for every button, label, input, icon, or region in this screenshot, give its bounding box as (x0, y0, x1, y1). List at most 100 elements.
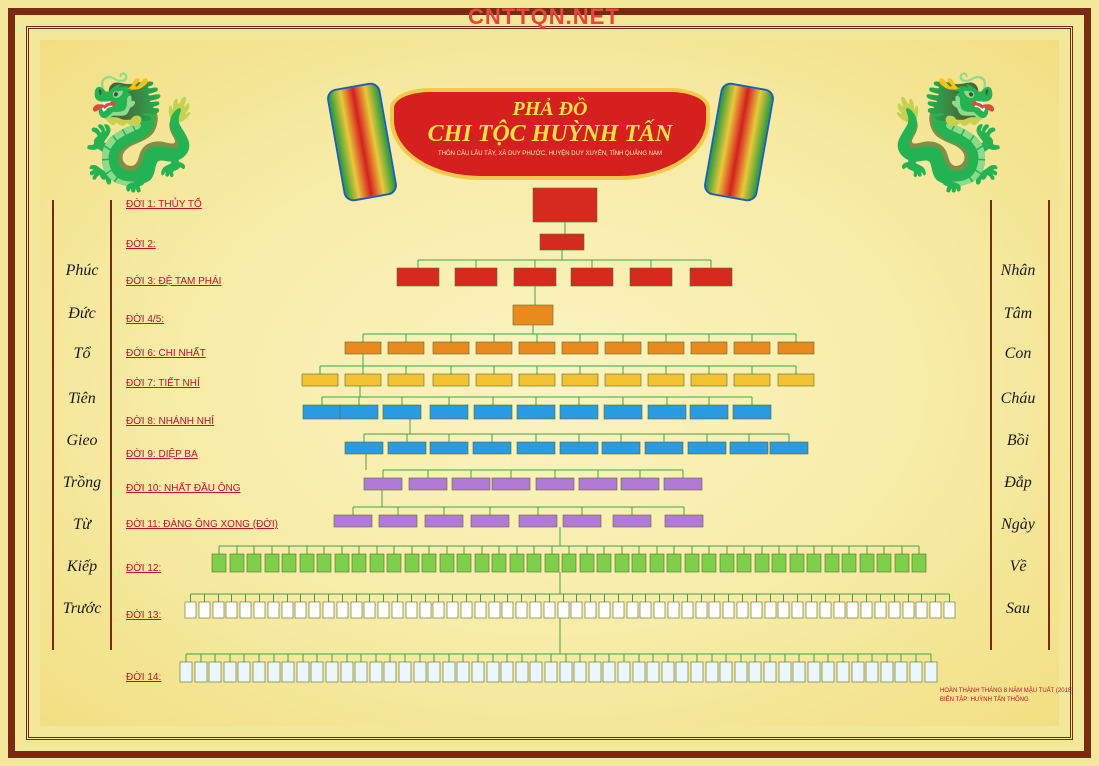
person-box (690, 373, 728, 387)
right-verse-word: Sau (1006, 600, 1030, 617)
person-box (604, 341, 642, 355)
person-box (501, 601, 514, 619)
person-box (841, 553, 857, 573)
person-box (460, 601, 473, 619)
person-box (695, 601, 708, 619)
person-box (383, 661, 397, 683)
person-box (424, 514, 464, 528)
person-box (516, 404, 556, 420)
person-box (456, 553, 472, 573)
person-box (529, 601, 542, 619)
person-box (559, 441, 599, 455)
person-box (653, 601, 666, 619)
person-box (614, 553, 630, 573)
person-box (909, 661, 923, 683)
person-box (824, 553, 840, 573)
generation-label: ĐỜI 13: (126, 610, 162, 621)
person-box (516, 441, 556, 455)
person-box (888, 601, 901, 619)
person-box (475, 373, 513, 387)
person-box (647, 373, 685, 387)
person-box (211, 553, 227, 573)
person-box (432, 341, 470, 355)
person-box (570, 601, 583, 619)
person-box (733, 373, 771, 387)
person-box (398, 661, 412, 683)
person-box (649, 553, 665, 573)
person-box (687, 441, 727, 455)
footer-line1: HOÀN THÀNH THÁNG 8 NĂM MẬU TUẤT (2018) (940, 688, 1074, 694)
person-box (544, 661, 558, 683)
left-verse-word: Tổ (73, 345, 91, 362)
person-box (792, 661, 806, 683)
person-box (865, 661, 879, 683)
person-box (777, 341, 815, 355)
generation-label: ĐỜI 11: ĐÀNG ÔNG XONG (ĐỜI) (126, 519, 278, 530)
person-box (471, 661, 485, 683)
person-box (454, 267, 498, 287)
person-box (344, 441, 384, 455)
person-box (386, 553, 402, 573)
person-box (339, 404, 379, 420)
person-box (473, 404, 513, 420)
right-verse-word: Nhân (1000, 262, 1036, 279)
person-box (557, 601, 570, 619)
person-box (598, 601, 611, 619)
generation-label: ĐỜI 6: CHI NHẤT (126, 348, 206, 359)
person-box (612, 601, 625, 619)
person-box (943, 601, 956, 619)
person-box (736, 601, 749, 619)
person-box (474, 553, 490, 573)
title-line2: CHI TỘC HUỲNH TẤN (427, 121, 673, 147)
person-box (663, 477, 703, 491)
person-box (851, 661, 865, 683)
person-box (791, 601, 804, 619)
generation-label: ĐỜI 10: NHẤT ĐẦU ÔNG (126, 483, 241, 494)
footer-line2: BIÊN TẬP: HUỲNH TẤN THỐNG (940, 697, 1029, 703)
person-box (763, 661, 777, 683)
person-box (561, 373, 599, 387)
person-box (806, 553, 822, 573)
title-line1: PHẢ ĐỒ (512, 98, 588, 120)
person-box (639, 601, 652, 619)
person-box (880, 661, 894, 683)
person-box (617, 661, 631, 683)
person-box (432, 601, 445, 619)
person-box (821, 661, 835, 683)
person-box (833, 601, 846, 619)
person-box (539, 233, 585, 251)
person-box (750, 601, 763, 619)
person-box (427, 661, 441, 683)
person-box (500, 661, 514, 683)
person-box (561, 341, 599, 355)
person-box (354, 661, 368, 683)
person-box (805, 601, 818, 619)
person-box (387, 441, 427, 455)
generation-label: ĐỜI 9: DIỆP BA (126, 449, 198, 460)
person-box (237, 661, 251, 683)
person-box (301, 373, 339, 387)
person-box (689, 267, 733, 287)
person-box (267, 601, 280, 619)
person-box (732, 404, 772, 420)
person-box (296, 661, 310, 683)
person-box (515, 661, 529, 683)
person-box (377, 601, 390, 619)
left-dragon-icon: 🐉 (70, 71, 207, 194)
person-box (512, 304, 554, 326)
person-box (299, 553, 315, 573)
person-box (363, 601, 376, 619)
person-box (532, 187, 598, 223)
person-box (404, 553, 420, 573)
person-box (474, 601, 487, 619)
person-box (836, 661, 850, 683)
person-box (771, 553, 787, 573)
person-box (316, 553, 332, 573)
person-box (701, 553, 717, 573)
person-box (382, 404, 422, 420)
person-box (223, 661, 237, 683)
person-box (491, 477, 531, 491)
person-box (736, 553, 752, 573)
person-box (281, 661, 295, 683)
person-box (439, 553, 455, 573)
